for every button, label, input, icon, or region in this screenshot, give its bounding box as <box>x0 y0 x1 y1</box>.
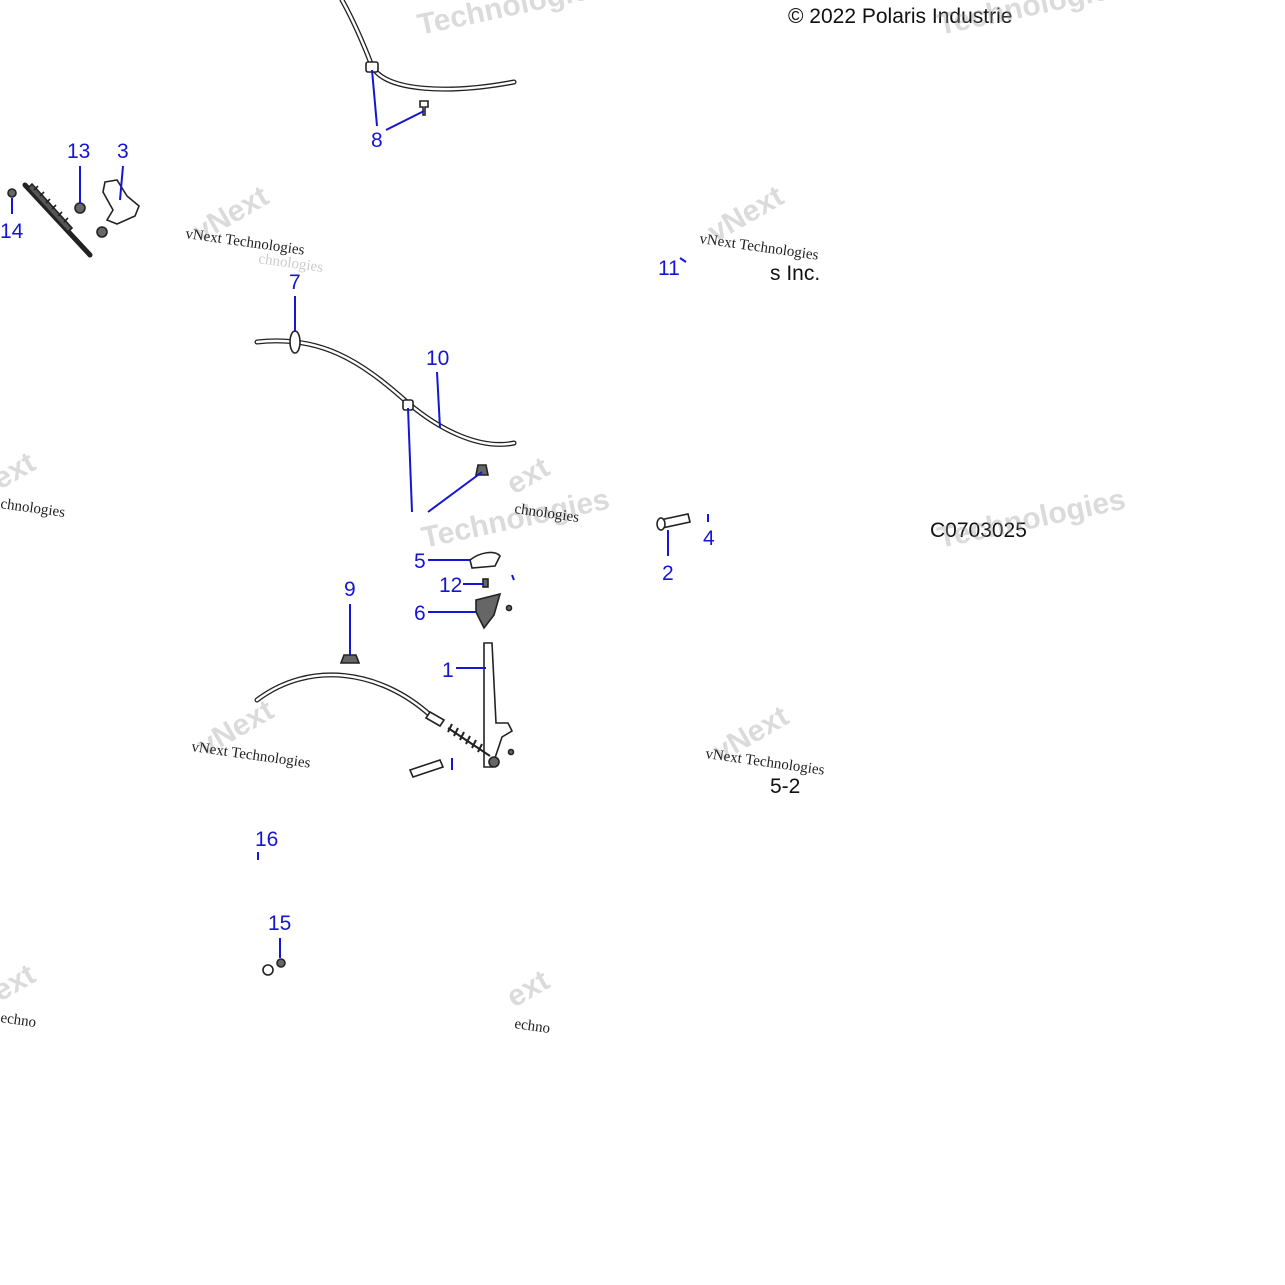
lever-assembly <box>254 551 515 778</box>
figure-code: C0703025 <box>930 519 1027 542</box>
clip-9 <box>339 654 361 664</box>
callout-5: 5 <box>414 550 426 573</box>
middle-cable <box>254 330 517 476</box>
callout-3: 3 <box>117 140 129 163</box>
nut-15b <box>276 958 286 968</box>
grip-6 <box>475 592 502 630</box>
watermark-vnext-technologies: vNext Technologies <box>704 746 825 779</box>
threaded-rod <box>26 182 74 234</box>
callout-8: 8 <box>371 129 383 152</box>
spring <box>447 723 491 757</box>
callout-4: 4 <box>703 527 715 550</box>
watermark-vnext-technologies: vNext Technologies <box>698 231 819 264</box>
callout-7: 7 <box>289 271 301 294</box>
callout-15: 15 <box>268 912 291 935</box>
adjuster-assembly <box>7 179 140 258</box>
callout-9: 9 <box>344 578 356 601</box>
upper-cable <box>339 0 517 116</box>
clip-middle <box>475 464 489 476</box>
callout-16: 16 <box>255 828 278 851</box>
watermark-fragment: chnologies <box>0 496 66 521</box>
leader-lines <box>11 69 709 958</box>
watermark-fragment: ext <box>501 964 555 1014</box>
callout-2: 2 <box>662 562 674 585</box>
washer-15a <box>262 964 274 976</box>
nut-14 <box>7 188 17 198</box>
callout-6: 6 <box>414 602 426 625</box>
watermark-technologies: Technologies <box>935 483 1129 555</box>
cable-end <box>424 710 446 728</box>
copyright-text: © 2022 Polaris Industrie <box>788 5 1012 28</box>
misc-parts <box>262 513 691 976</box>
watermark-fragment: echno <box>0 1010 37 1031</box>
watermark-fragment: ext <box>0 446 41 496</box>
watermark-fragment: ext <box>501 451 555 501</box>
callout-10: 10 <box>426 347 449 370</box>
watermark-vnext-technologies: vNext Technologies <box>184 226 305 259</box>
callout-14: 14 <box>0 220 24 243</box>
callout-12: 12 <box>439 574 462 597</box>
grommet-7 <box>289 330 301 354</box>
watermark-technologies: Technologies <box>935 0 1129 42</box>
watermark-fragment: echno <box>513 1016 551 1037</box>
copyright-fragment: s Inc. <box>770 262 820 285</box>
watermark-technologies: Technologies <box>415 0 609 42</box>
cover-5 <box>469 551 501 569</box>
page-fragment: 5-2 <box>770 775 800 798</box>
pin-12 <box>482 578 489 588</box>
watermark-vnext-technologies: vNext Technologies <box>190 739 311 772</box>
watermark-layer: Technologies Technologies Technologies T… <box>0 0 1128 1037</box>
callout-13: 13 <box>67 140 90 163</box>
callout-1: 1 <box>442 659 454 682</box>
bolt-bracket <box>96 226 108 238</box>
watermark-fragment: ext <box>0 958 41 1008</box>
lever-1 <box>483 642 514 768</box>
callout-11: 11 <box>658 257 680 280</box>
nut-13 <box>74 202 86 214</box>
callout-labels: 1 2 3 4 5 6 7 8 9 10 11 12 13 14 15 16 <box>0 129 715 935</box>
